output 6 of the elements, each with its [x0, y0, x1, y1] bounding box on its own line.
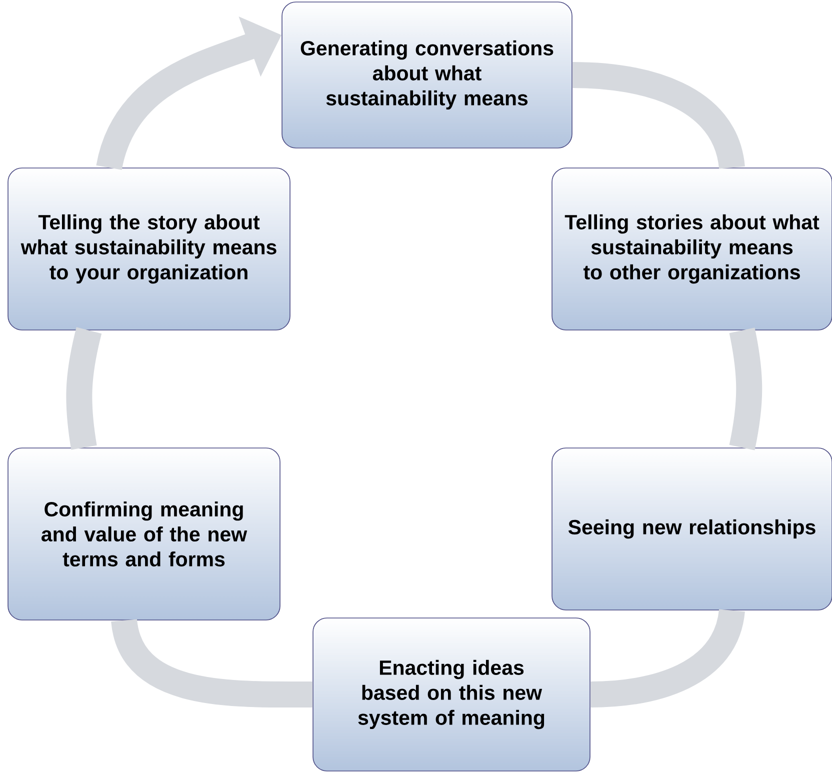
process-box: Telling the story about what sustainability means to your organization — [8, 168, 290, 330]
process-box: Enacting ideas based on this new system of meaning — [312, 618, 590, 772]
process-box: Telling stories about what sustainability means to other organizations — [552, 168, 832, 330]
process-box: Confirming meaning and value of the new terms and forms — [8, 448, 280, 620]
process-box: Generating conversations about what sustainability means — [282, 2, 572, 148]
process-box: Seeing new relationships — [552, 448, 832, 610]
